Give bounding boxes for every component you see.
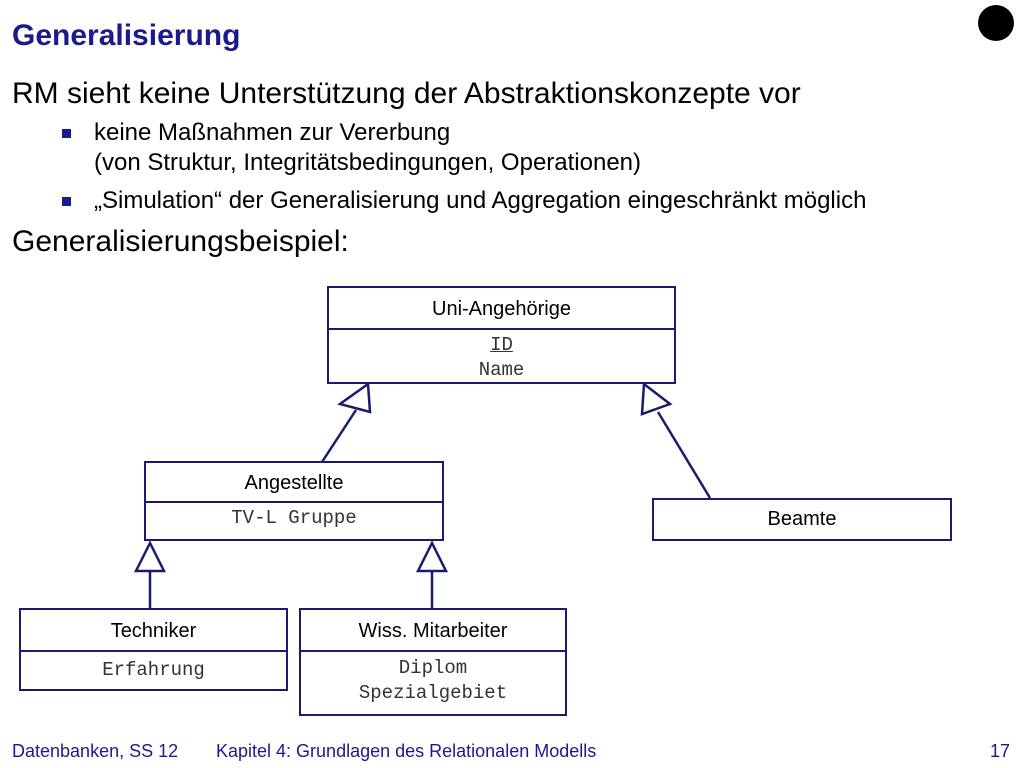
class-name: Beamte: [767, 508, 837, 530]
attribute: Name: [478, 359, 525, 381]
inheritance-triangle-icon: [133, 540, 167, 573]
attribute: Diplom: [398, 657, 468, 679]
attribute-key: ID: [490, 334, 513, 356]
edge-angestellte-uni: [320, 409, 358, 463]
class-attributes: ID Name: [329, 330, 674, 383]
class-wiss-mitarbeiter: Wiss. Mitarbeiter Diplom Spezialgebiet: [299, 608, 567, 716]
square-bullet-icon: [62, 197, 71, 206]
inheritance-triangle-icon: [337, 381, 372, 414]
class-attributes: TV-L Gruppe: [146, 503, 442, 531]
attribute: Spezialgebiet: [358, 682, 508, 704]
square-bullet-icon: [62, 129, 71, 138]
class-attributes: Erfahrung: [21, 652, 286, 683]
class-name: Angestellte: [146, 463, 442, 503]
footer-course: Datenbanken, SS 12: [12, 741, 179, 761]
main-point-1: RM sieht keine Unterstützung der Abstrak…: [12, 77, 801, 110]
class-attributes: Diplom Spezialgebiet: [301, 652, 565, 706]
main-point-2: Generalisierungsbeispiel:: [12, 225, 349, 258]
class-name: Uni-Angehörige: [329, 288, 674, 330]
sub-bullet-1-text: keine Maßnahmen zur Vererbung: [94, 119, 451, 146]
class-angestellte: Angestellte TV-L Gruppe: [144, 461, 444, 541]
page-number: 17: [990, 741, 1011, 761]
slide-title: Generalisierung: [12, 19, 241, 52]
edge-beamte-uni: [656, 411, 712, 499]
class-name: Wiss. Mitarbeiter: [301, 610, 565, 652]
attribute: TV-L Gruppe: [231, 507, 357, 529]
sub-bullet-1: keine Maßnahmen zur Vererbung (von Struk…: [58, 118, 641, 178]
class-uni-angehoerige: Uni-Angehörige ID Name: [327, 286, 676, 384]
footer-chapter: Kapitel 4: Grundlagen des Relationalen M…: [216, 741, 597, 761]
class-techniker: Techniker Erfahrung: [19, 608, 288, 691]
inheritance-triangle-icon: [640, 381, 673, 416]
class-beamte: Beamte: [652, 498, 952, 541]
attribute: Erfahrung: [102, 659, 205, 681]
sub-bullet-1-continuation: (von Struktur, Integritätsbedingungen, O…: [94, 149, 642, 176]
sub-bullet-2-text: „Simulation“ der Generalisierung und Agg…: [94, 187, 867, 214]
class-name: Techniker: [21, 610, 286, 652]
inheritance-triangle-icon: [415, 540, 449, 573]
sub-bullet-2: „Simulation“ der Generalisierung und Agg…: [58, 186, 866, 216]
bullet-dot-icon: [978, 5, 1014, 41]
